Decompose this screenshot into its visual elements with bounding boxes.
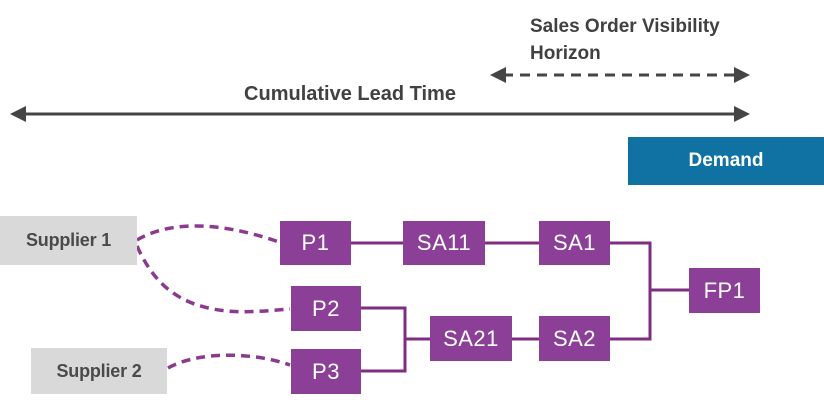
node-sa21: SA21 [430, 316, 512, 361]
demand-box: Demand [628, 137, 824, 185]
clt-arrowhead-left [10, 106, 26, 122]
link-sa1-sa2-merge [610, 241, 652, 341]
node-sa11: SA11 [403, 221, 485, 265]
link-p2-p3-merge [361, 306, 407, 373]
link-supplier1-p1 [136, 224, 280, 244]
node-sa1: SA1 [539, 221, 610, 265]
supplier-1-box: Supplier 1 [0, 216, 137, 265]
link-supplier1-p2 [135, 245, 291, 314]
node-p2: P2 [291, 286, 361, 331]
cumulative-lead-time-heading: Cumulative Lead Time [244, 83, 456, 105]
link-supplier2-p3 [167, 353, 291, 370]
node-fp1: FP1 [689, 268, 760, 313]
supplier-2-box: Supplier 2 [31, 348, 167, 394]
clt-arrowhead-right [734, 106, 750, 122]
visibility-horizon-heading: Sales Order Visibility Horizon [530, 16, 720, 64]
node-p3: P3 [291, 349, 361, 394]
sovh-arrowhead-right [734, 67, 750, 83]
node-sa2: SA2 [539, 316, 610, 361]
sovh-arrowhead-left [490, 67, 506, 83]
node-p1: P1 [280, 221, 351, 265]
